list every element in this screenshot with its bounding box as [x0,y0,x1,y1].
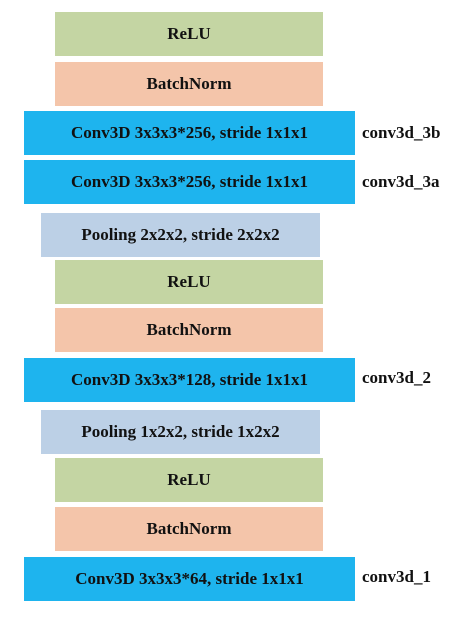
pooling-block-upper: Pooling 2x2x2, stride 2x2x2 [41,213,320,257]
batchnorm-block-bottom: BatchNorm [55,507,323,551]
conv3d-2-block: Conv3D 3x3x3*128, stride 1x1x1 [24,358,355,402]
conv3d-2-label: conv3d_2 [362,368,431,387]
relu-block-top: ReLU [55,12,323,56]
conv3d-3b-block: Conv3D 3x3x3*256, stride 1x1x1 [24,111,355,155]
conv3d-3a-label: conv3d_3a [362,172,440,191]
batchnorm-block-top: BatchNorm [55,62,323,106]
relu-block-middle: ReLU [55,260,323,304]
conv3d-3a-block: Conv3D 3x3x3*256, stride 1x1x1 [24,160,355,204]
batchnorm-block-middle: BatchNorm [55,308,323,352]
relu-block-bottom: ReLU [55,458,323,502]
conv3d-1-block: Conv3D 3x3x3*64, stride 1x1x1 [24,557,355,601]
conv3d-3b-label: conv3d_3b [362,123,441,142]
conv3d-1-label: conv3d_1 [362,567,431,586]
pooling-block-lower: Pooling 1x2x2, stride 1x2x2 [41,410,320,454]
